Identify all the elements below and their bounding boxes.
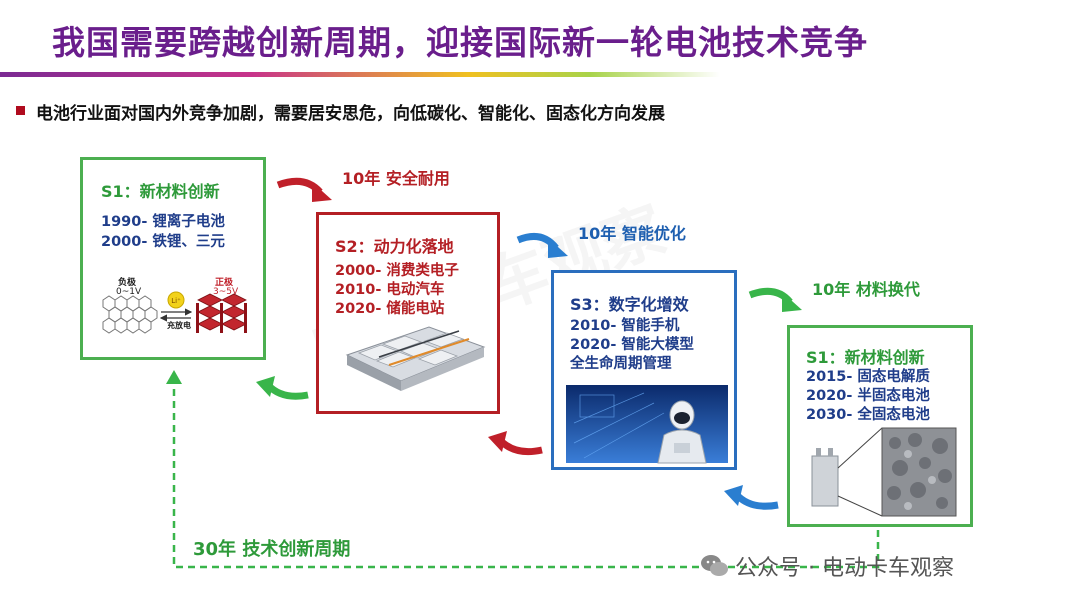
stage-s3-line-2: 2020- 智能大模型	[570, 337, 694, 353]
title-gradient-rule	[0, 72, 720, 77]
stage-s1-box: S1：新材料创新 1990- 锂离子电池 2000- 铁锂、三元 负极 0~1V…	[80, 157, 266, 360]
ev-battery-pack-illustration	[345, 326, 486, 391]
watermark-text: 公众号 · 电动卡车观察	[735, 556, 954, 581]
charge-label: 充放电	[167, 321, 191, 330]
solid-state-cell-illustration	[811, 427, 957, 517]
stage-s1b-line-3: 2030- 全固态电池	[806, 407, 930, 423]
stage-s2-box: S2：动力化落地 2000- 消费类电子 2010- 电动汽车 2020- 储能…	[316, 212, 500, 414]
stage-s1b-box: S1：新材料创新 2015- 固态电解质 2020- 半固态电池 2030- 全…	[787, 325, 973, 527]
anode-label: 负极	[118, 278, 137, 288]
stage-s2-line-2: 2010- 电动汽车	[335, 282, 445, 298]
li-ion-label: Li⁺	[171, 297, 181, 305]
cathode-label: 正极	[215, 278, 234, 288]
anode-voltage: 0~1V	[116, 287, 142, 297]
stage-s1b-heading: S1：新材料创新	[806, 348, 925, 367]
stage-s3-line-1: 2010- 智能手机	[570, 318, 680, 334]
stage-s1-heading: S1：新材料创新	[101, 182, 220, 201]
cycle-label: 30年 技术创新周期	[193, 539, 351, 560]
stage-s1-line-2: 2000- 铁锂、三元	[101, 234, 225, 250]
transition-label-2: 10年 智能优化	[578, 224, 686, 243]
bullet-square-icon	[16, 106, 25, 115]
stage-s3-heading: S3：数字化增效	[570, 295, 689, 314]
ai-robot-illustration	[566, 385, 728, 464]
stage-s2-line-1: 2000- 消费类电子	[335, 263, 459, 279]
transition-label-3: 10年 材料换代	[812, 280, 920, 299]
stage-s3-box: S3：数字化增效 2010- 智能手机 2020- 智能大模型 全生命周期管理	[551, 270, 737, 470]
stage-s3-line-3: 全生命周期管理	[570, 356, 672, 372]
page-title: 我国需要跨越创新周期，迎接国际新一轮电池技术竞争	[52, 23, 868, 62]
cathode-voltage: 3~5V	[213, 287, 239, 297]
wechat-icon	[701, 555, 728, 576]
battery-chemistry-illustration: Li⁺	[102, 291, 247, 334]
stage-s2-heading: S2：动力化落地	[335, 237, 454, 256]
stage-s2-line-3: 2020- 储能电站	[335, 301, 445, 317]
subtitle: 电池行业面对国内外竞争加剧，需要居安思危，向低碳化、智能化、固态化方向发展	[36, 104, 665, 124]
stage-s1b-line-1: 2015- 固态电解质	[806, 369, 930, 385]
transition-label-1: 10年 安全耐用	[342, 169, 450, 188]
stage-s1-line-1: 1990- 锂离子电池	[101, 214, 225, 230]
stage-s1b-line-2: 2020- 半固态电池	[806, 388, 930, 404]
